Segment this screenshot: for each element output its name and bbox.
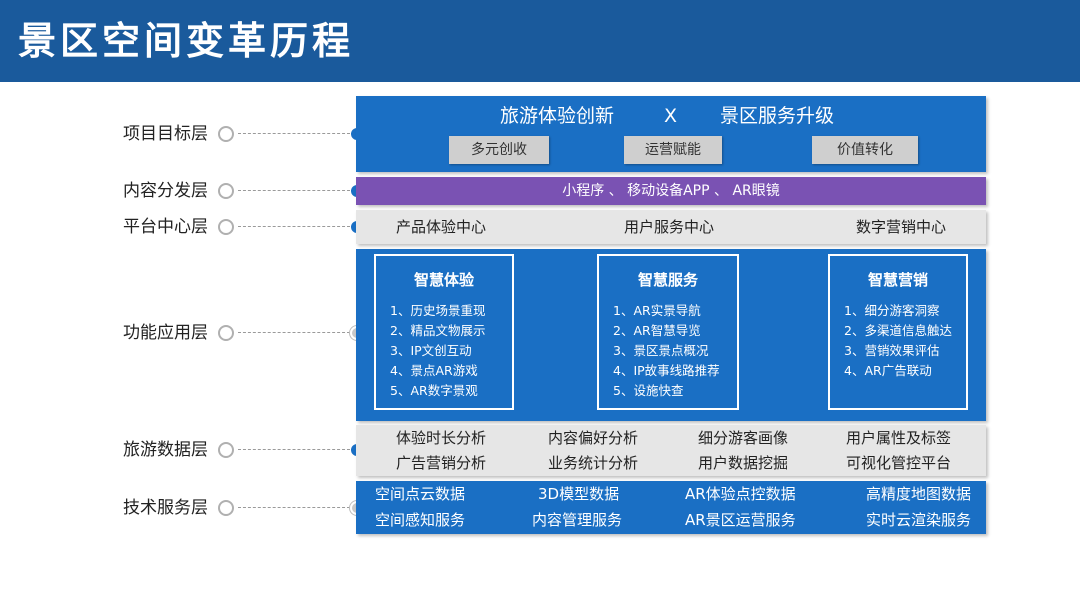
connector-line — [238, 226, 350, 227]
connector-tech — [218, 500, 364, 516]
data-item: 可视化管控平台 — [846, 454, 952, 472]
function-title: 智慧营销 — [867, 271, 928, 289]
function-item: 2、精品文物展示 — [390, 323, 486, 338]
function-item: 1、历史场景重现 — [390, 303, 486, 318]
tech-layer-band: 空间点云数据 3D模型数据 AR体验点控数据 高精度地图数据 空间感知服务 内容… — [356, 481, 986, 534]
goal-left-text: 旅游体验创新 — [500, 105, 615, 127]
connector-start-dot — [218, 500, 234, 516]
tech-item: 空间点云数据 — [375, 485, 466, 503]
function-title: 智慧服务 — [637, 271, 698, 289]
function-box-marketing: 智慧营销 1、细分游客洞察 2、多渠道信息触达 3、营销效果评估 4、AR广告联… — [828, 254, 968, 410]
data-item: 用户数据挖掘 — [698, 454, 789, 472]
distribution-text: 小程序 、 移动设备APP 、 AR眼镜 — [562, 183, 780, 199]
connector-start-dot — [218, 442, 234, 458]
goal-layer-band: 旅游体验创新 X 景区服务升级 多元创收 运营赋能 价值转化 — [356, 96, 986, 172]
function-item: 4、AR广告联动 — [844, 363, 932, 378]
layer-label-tech: 技术服务层 — [123, 498, 208, 518]
distribution-layer-band: 小程序 、 移动设备APP 、 AR眼镜 — [356, 177, 986, 205]
function-item: 4、IP故事线路推荐 — [613, 363, 720, 378]
layer-label-data: 旅游数据层 — [123, 440, 208, 460]
connector-function — [218, 325, 364, 341]
goal-operator: X — [664, 105, 678, 127]
connector-line — [238, 133, 350, 134]
platform-layer-band: 产品体验中心 用户服务中心 数字营销中心 — [356, 210, 986, 244]
function-item: 3、景区景点概况 — [613, 343, 709, 358]
connector-line — [238, 332, 350, 333]
connector-line — [238, 190, 350, 191]
tech-item: 实时云渲染服务 — [866, 511, 972, 529]
layer-label-goal: 项目目标层 — [123, 124, 208, 144]
layer-label-distribution: 内容分发层 — [123, 181, 208, 201]
data-item: 广告营销分析 — [396, 454, 487, 472]
connector-line — [238, 449, 350, 450]
goal-right-text: 景区服务升级 — [720, 105, 835, 127]
function-item: 5、AR数字景观 — [390, 383, 478, 398]
connector-distribution — [218, 183, 364, 199]
tech-item: AR体验点控数据 — [685, 485, 796, 503]
platform-item-user: 用户服务中心 — [624, 218, 715, 236]
connector-line — [238, 507, 350, 508]
data-item: 内容偏好分析 — [548, 429, 639, 447]
function-item: 2、AR智慧导览 — [613, 323, 701, 338]
data-layer-band: 体验时长分析 内容偏好分析 细分游客画像 用户属性及标签 广告营销分析 业务统计… — [356, 425, 986, 476]
tech-item: 内容管理服务 — [532, 511, 623, 529]
page-title: 景区空间变革历程 — [18, 19, 355, 63]
connector-goal — [218, 126, 364, 142]
function-item: 1、细分游客洞察 — [844, 303, 940, 318]
function-box-experience: 智慧体验 1、历史场景重现 2、精品文物展示 3、IP文创互动 4、景点AR游戏… — [374, 254, 514, 410]
data-item: 用户属性及标签 — [846, 429, 952, 447]
data-item: 业务统计分析 — [548, 454, 639, 472]
function-item: 4、景点AR游戏 — [390, 363, 478, 378]
data-item: 体验时长分析 — [396, 429, 487, 447]
tech-item: 3D模型数据 — [538, 485, 620, 503]
goal-chip-value: 价值转化 — [812, 136, 918, 164]
tech-item: 空间感知服务 — [375, 511, 466, 529]
function-item: 3、营销效果评估 — [844, 343, 940, 358]
platform-item-marketing: 数字营销中心 — [856, 218, 947, 236]
connector-data — [218, 442, 364, 458]
function-item: 5、设施快查 — [613, 383, 684, 398]
data-item: 细分游客画像 — [698, 429, 789, 447]
connector-platform — [218, 219, 364, 235]
function-item: 2、多渠道信息触达 — [844, 323, 952, 338]
connector-start-dot — [218, 219, 234, 235]
platform-item-product: 产品体验中心 — [396, 218, 487, 236]
tech-item: 高精度地图数据 — [866, 485, 972, 503]
connector-start-dot — [218, 126, 234, 142]
function-item: 3、IP文创互动 — [390, 343, 472, 358]
connector-start-dot — [218, 325, 234, 341]
layer-label-platform: 平台中心层 — [123, 217, 208, 237]
function-box-service: 智慧服务 1、AR实景导航 2、AR智慧导览 3、景区景点概况 4、IP故事线路… — [597, 254, 739, 410]
goal-chip-revenue: 多元创收 — [449, 136, 549, 164]
function-layer-band: 智慧体验 1、历史场景重现 2、精品文物展示 3、IP文创互动 4、景点AR游戏… — [356, 249, 986, 421]
function-title: 智慧体验 — [413, 271, 474, 289]
goal-chip-operation: 运营赋能 — [624, 136, 722, 164]
layer-label-function: 功能应用层 — [123, 323, 208, 343]
function-item: 1、AR实景导航 — [613, 303, 701, 318]
tech-item: AR景区运营服务 — [685, 511, 796, 529]
header-bar: 景区空间变革历程 — [0, 0, 1080, 82]
connector-start-dot — [218, 183, 234, 199]
